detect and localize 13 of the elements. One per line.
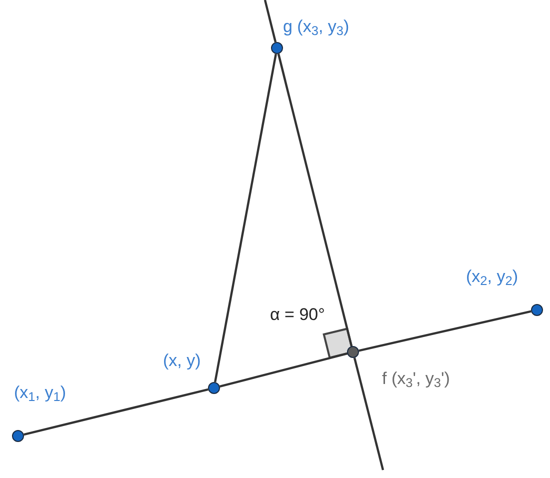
point-label: (x$_{1}$, y$_{1}$) [14, 384, 66, 401]
line-segment [353, 358, 384, 470]
point-label: g (x$_{3}$, y$_{3}$) [283, 18, 350, 35]
angle-label: α = 90° [270, 306, 325, 323]
line-segment [358, 310, 532, 352]
line-segment [264, 0, 277, 42]
line-segment [214, 54, 277, 382]
line-segment [277, 54, 353, 346]
point-label: f (x$_{3}$', y$_{3}$') [382, 370, 450, 387]
point-label: (x$_{2}$, y$_{2}$) [466, 268, 518, 285]
point-label: (x, y) [163, 352, 201, 369]
line-segment [220, 352, 348, 388]
line-segment [24, 388, 208, 436]
